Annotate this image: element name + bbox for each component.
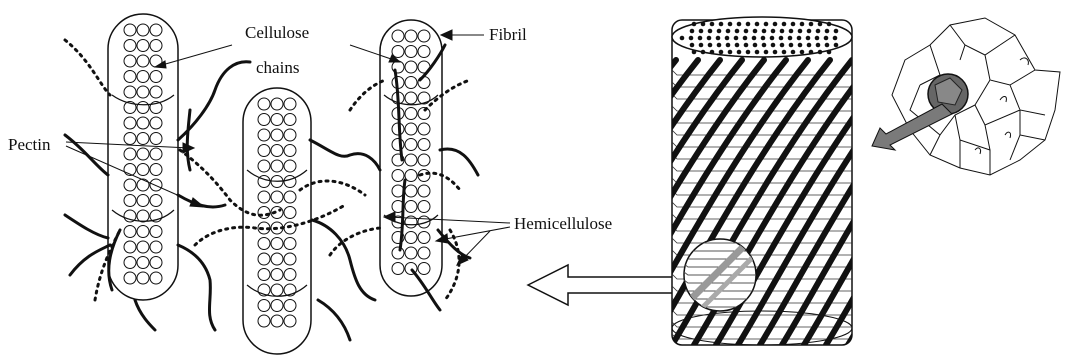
label-fibril: Fibril <box>489 25 527 44</box>
label-hemicellulose: Hemicellulose <box>514 214 612 233</box>
hollow-arrow-left <box>528 265 692 305</box>
label-cellulose-chains-line1: Cellulose <box>245 23 309 42</box>
fibril-left <box>108 14 178 300</box>
fibril-middle <box>243 88 311 354</box>
label-cellulose-chains-line2: chains <box>256 58 299 77</box>
plant-cell-tissue <box>872 18 1060 175</box>
label-pectin: Pectin <box>8 135 51 154</box>
